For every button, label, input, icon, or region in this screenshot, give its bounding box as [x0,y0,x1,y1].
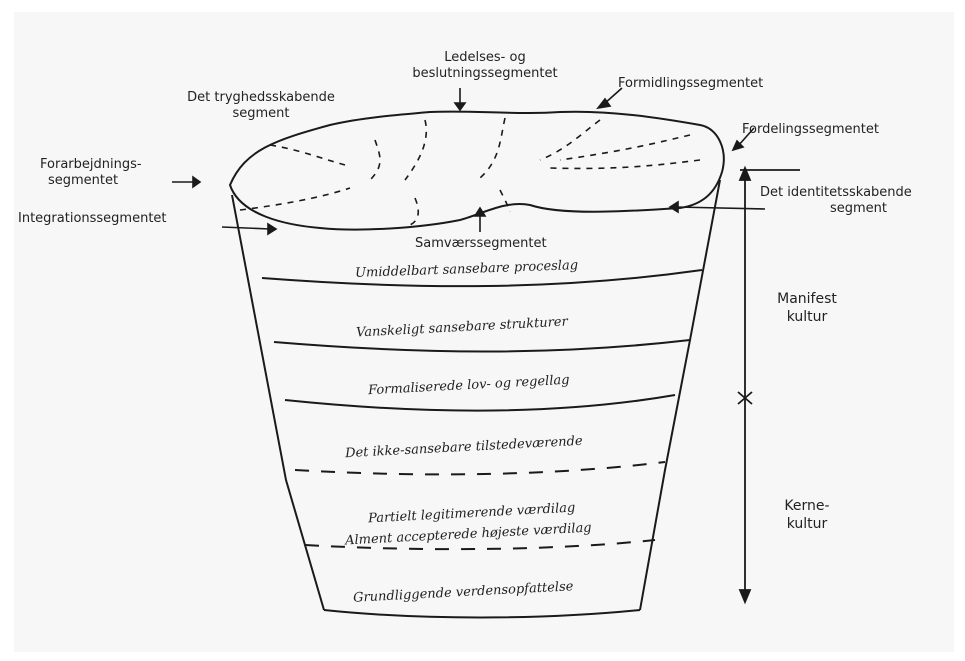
label-fordeling-segment: Fordelingssegmentet [742,122,879,137]
segment-divider-4 [479,117,506,179]
segment-divider-7 [549,159,701,170]
cup-bottom [323,609,641,619]
label-tryghed-segment: Det tryghedsskabende segment [166,90,356,122]
label-forarbejdning-segment: Forarbejdnings- segmentet [40,157,142,189]
cup-left-side [231,194,325,611]
label-samvaer-segment: Samværssegmentet [415,236,547,251]
segment-divider-9 [409,197,420,226]
label-identitet-segment: Det identitetsskabende segment [760,185,912,217]
label-identitet-line1: Det identitetsskabende [760,185,912,200]
segment-divider-8 [239,187,351,211]
segment-divider-6 [559,134,691,161]
label-ledelses-segment: Ledelses- og beslutningssegmentet [400,50,570,82]
segment-divider-5 [539,119,601,161]
label-ledelses-line2: beslutningssegmentet [412,66,558,81]
label-manifest-kultur: Manifest kultur [762,290,852,326]
label-manifest-line2: kultur [786,309,828,325]
cup-right-side [639,179,721,611]
dashed-layer-1 [294,461,666,476]
label-tryghed-line2: segment [232,106,290,121]
diagram-background [14,12,954,652]
cup-rim [228,110,725,231]
label-kerne-line2: kultur [786,516,828,532]
segment-divider-2 [369,139,381,181]
label-tryghed-line1: Det tryghedsskabende [187,90,335,105]
label-manifest-line1: Manifest [777,291,837,307]
label-forarbejdning-line1: Forarbejdnings- [40,157,142,172]
segment-divider-1 [269,144,346,166]
layer-line-2 [273,339,691,353]
label-kerne-kultur: Kerne- kultur [762,497,852,533]
label-integration-segment: Integrationssegmentet [18,211,167,226]
segment-divider-10 [499,189,511,213]
dashed-layer-2 [304,539,656,551]
label-formidling-segment: Formidlingssegmentet [618,76,764,91]
segment-divider-3 [404,119,428,181]
label-ledelses-line1: Ledelses- og [444,50,526,65]
label-identitet-line2: segment [830,201,888,216]
layer-line-3 [284,394,676,412]
label-kerne-line1: Kerne- [784,498,830,514]
label-forarbejdning-line2: segmentet [48,173,119,188]
layer-line-1 [261,269,703,288]
